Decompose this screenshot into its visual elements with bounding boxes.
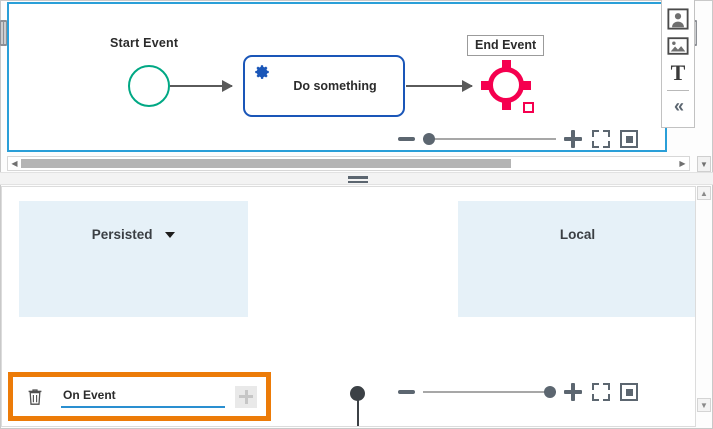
user-icon[interactable] [666,7,690,31]
horizontal-scrollbar-thumb[interactable] [21,159,512,168]
vertical-scroll-up-arrow-bottom[interactable]: ▲ [697,186,711,200]
zoom-slider[interactable] [423,383,556,401]
zoom-slider-track [423,391,556,393]
event-editor-highlight [8,372,271,421]
zoom-slider-handle[interactable] [544,386,556,398]
lane-local-title: Local [458,227,695,242]
sequence-flow-arrow-2[interactable] [406,80,473,92]
selection-handle-east[interactable] [522,80,531,90]
top-zoom-control[interactable] [398,128,650,150]
reset-zoom-icon[interactable] [620,383,638,401]
splitter-grip-icon[interactable] [348,176,368,183]
lane-persisted[interactable]: Persisted [19,201,248,317]
end-event-label: End Event [467,35,545,56]
event-name-field[interactable] [61,386,225,408]
reset-zoom-icon[interactable] [620,130,638,148]
lane-persisted-label: Persisted [91,227,153,242]
vertical-scroll-down-arrow-top[interactable]: ▼ [697,156,711,172]
sequence-flow-arrow-1[interactable] [170,80,233,92]
event-name-input[interactable] [61,387,225,408]
selection-handle-south[interactable] [501,101,511,110]
pane-splitter[interactable] [0,172,713,185]
start-event-node[interactable] [128,65,170,107]
vertical-scroll-down-arrow-bottom[interactable]: ▼ [697,398,711,412]
left-pane-drag-handle[interactable] [0,20,7,46]
bottom-zoom-control[interactable] [398,381,650,403]
selection-handle-west[interactable] [481,80,490,90]
task-node-do-something[interactable]: Do something [243,55,405,117]
bpmn-canvas[interactable]: Start Event Do something End Event [9,4,665,150]
zoom-in-icon[interactable] [564,130,582,148]
zoom-in-icon[interactable] [564,383,582,401]
zoom-slider[interactable] [423,130,556,148]
toolbar-divider [667,90,689,91]
collapse-icon-glyph: « [673,95,684,116]
selection-handle-north[interactable] [501,60,511,69]
image-icon[interactable] [666,34,690,58]
text-icon-glyph: T [670,60,686,85]
scroll-left-arrow-icon[interactable]: ◀ [11,159,18,168]
resize-handle-corner[interactable] [523,102,534,113]
zoom-slider-track [423,138,556,140]
end-event-node[interactable] [481,60,534,113]
lane-local-label: Local [559,227,596,242]
right-toolbar[interactable]: T « [661,0,695,128]
chevron-down-icon[interactable] [165,232,176,239]
zoom-out-icon[interactable] [398,137,415,141]
event-flow-pane[interactable]: Persisted Local [1,186,696,427]
task-label: Do something [293,79,377,93]
horizontal-scrollbar[interactable]: ◀ ▶ [7,156,690,171]
zoom-slider-handle[interactable] [423,133,435,145]
bpmn-canvas-pane[interactable]: Start Event Do something End Event [7,2,667,152]
gear-icon [253,63,271,81]
text-icon[interactable]: T [666,61,690,85]
lane-local[interactable]: Local [458,201,695,317]
fit-to-screen-icon[interactable] [592,383,610,401]
fit-to-screen-icon[interactable] [592,130,610,148]
scroll-right-arrow-icon[interactable]: ▶ [679,159,686,168]
add-event-button[interactable] [235,385,257,408]
end-event-circle [488,67,524,103]
flow-start-node[interactable] [350,386,365,401]
trash-icon[interactable] [27,388,43,406]
collapse-icon[interactable]: « [666,94,690,118]
start-event-label: Start Event [110,36,179,50]
lane-persisted-title: Persisted [19,227,248,242]
zoom-out-icon[interactable] [398,390,415,394]
flow-connector-line [357,400,359,426]
